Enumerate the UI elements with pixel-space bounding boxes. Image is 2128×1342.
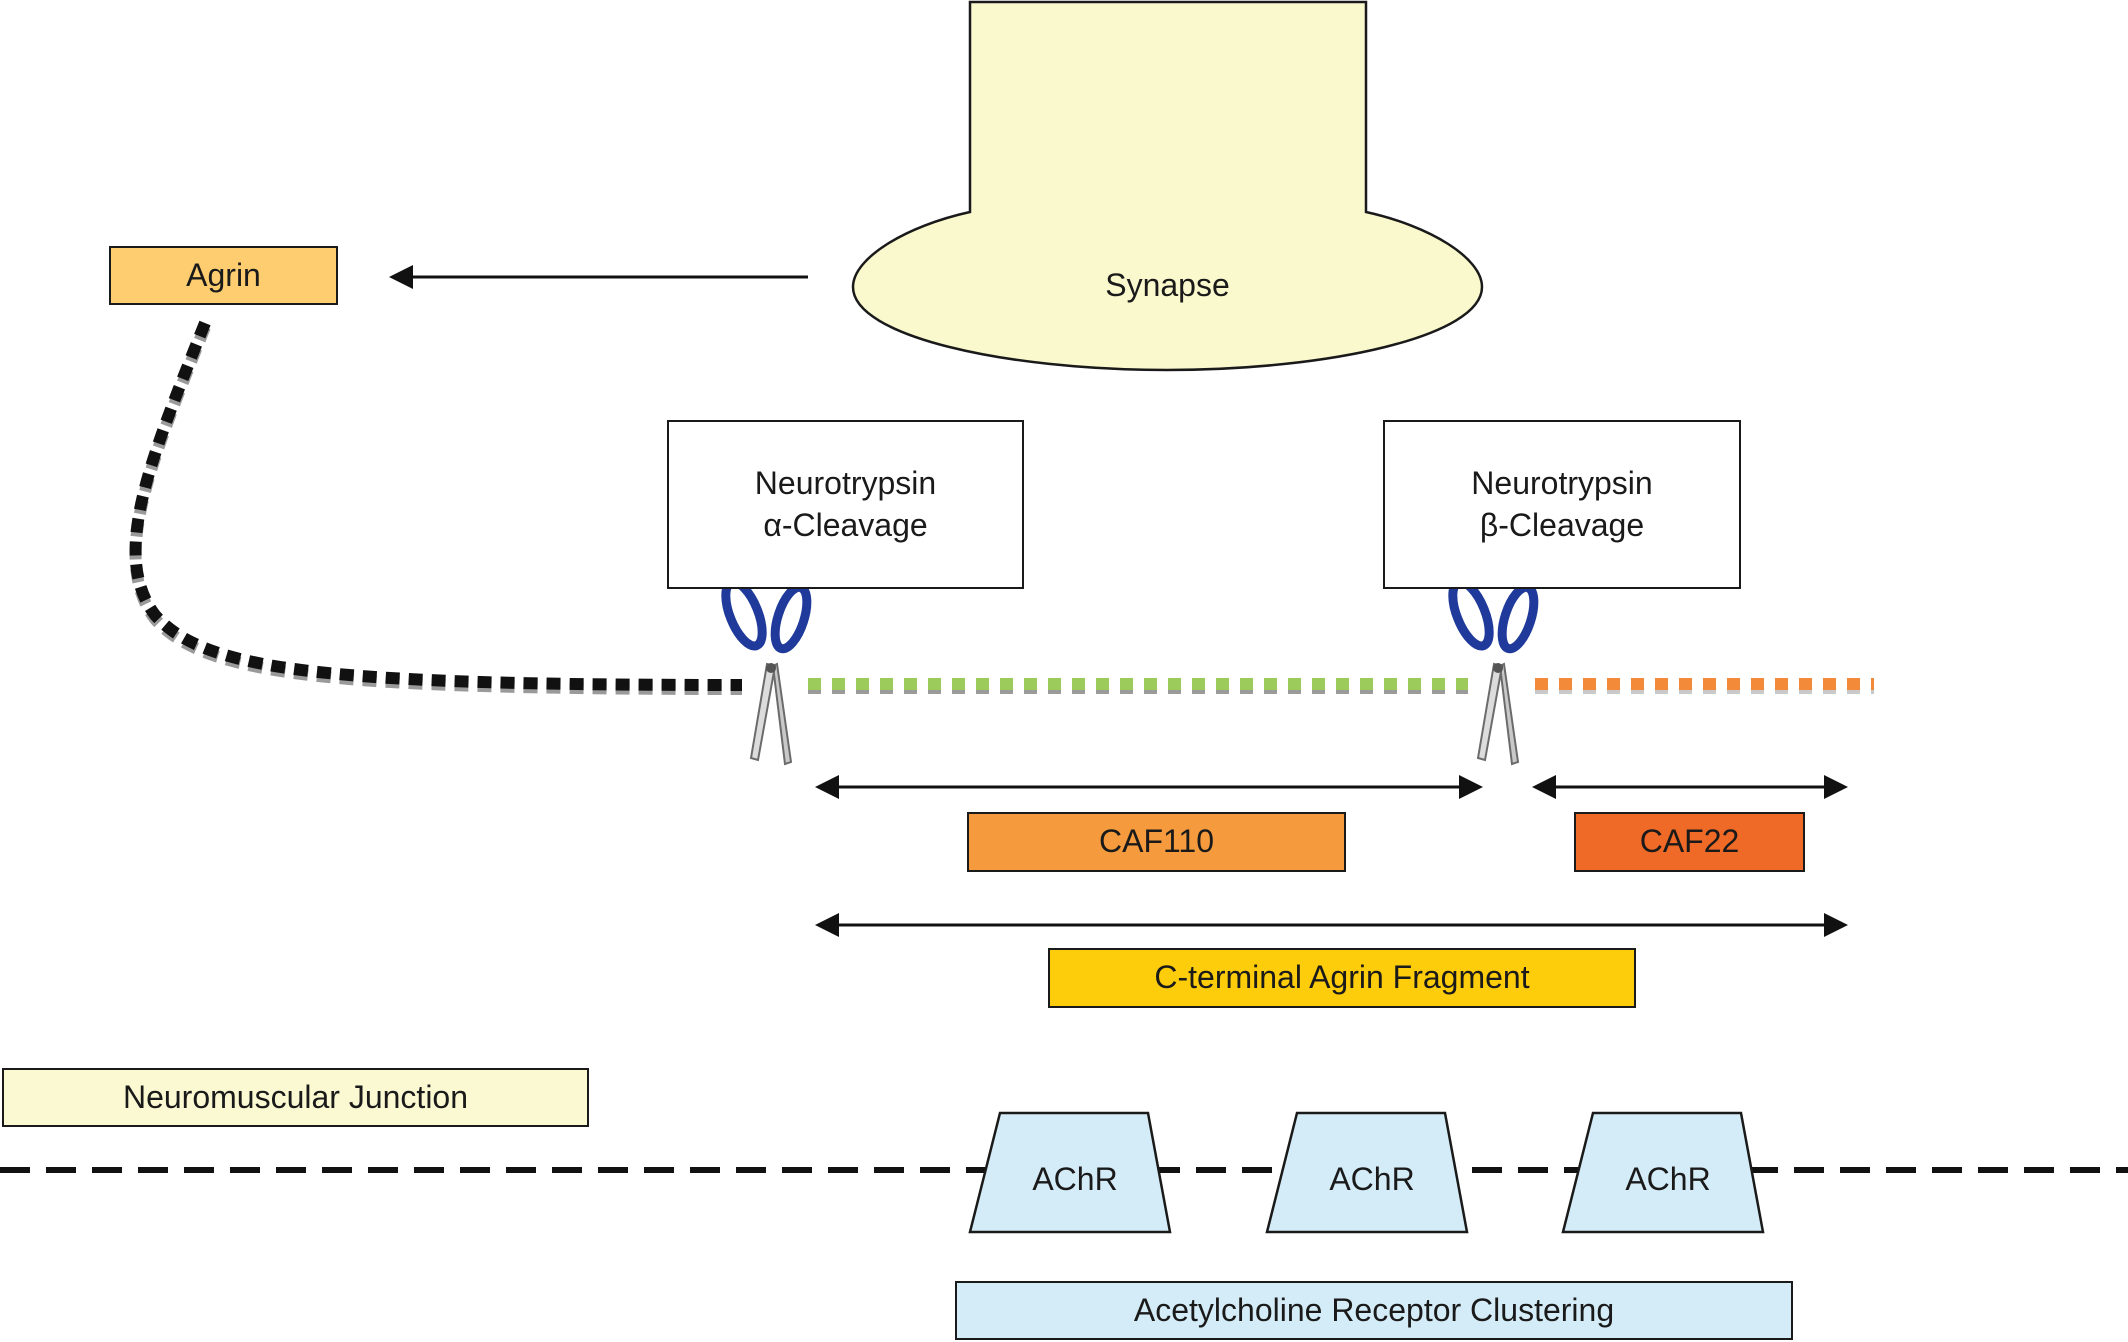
achr-receptor-1 bbox=[968, 1111, 1172, 1234]
caf110-box: CAF110 bbox=[967, 812, 1346, 872]
neuromuscular-junction-box: Neuromuscular Junction bbox=[2, 1068, 589, 1127]
achr-receptor-2 bbox=[1265, 1111, 1469, 1234]
scissors-icon-beta bbox=[1445, 577, 1540, 764]
agrin-uncleaved-segment bbox=[129, 324, 743, 695]
agrin-box: Agrin bbox=[109, 246, 338, 305]
acetylcholine-receptor-clustering-box: Acetylcholine Receptor Clustering bbox=[955, 1281, 1793, 1340]
synapse bbox=[851, 0, 1484, 372]
beta-cleavage-box: Neurotrypsin β-Cleavage bbox=[1383, 420, 1741, 589]
synapse-label: Synapse bbox=[1105, 267, 1230, 304]
synapse-shape bbox=[851, 0, 1484, 372]
scissors-icon-alpha bbox=[718, 577, 813, 764]
beta-cleavage-enzyme: Neurotrypsin bbox=[1471, 464, 1653, 501]
c-terminal-fragment-box: C-terminal Agrin Fragment bbox=[1048, 948, 1636, 1008]
achr-receptor-3 bbox=[1561, 1111, 1765, 1234]
caf22-box: CAF22 bbox=[1574, 812, 1805, 872]
beta-cleavage-type: β-Cleavage bbox=[1479, 506, 1645, 543]
achr-label-1: AChR bbox=[1032, 1161, 1118, 1198]
alpha-cleavage-type: α-Cleavage bbox=[763, 506, 928, 543]
alpha-cleavage-enzyme: Neurotrypsin bbox=[754, 464, 937, 501]
achr-label-3: AChR bbox=[1625, 1161, 1711, 1198]
alpha-cleavage-box: Neurotrypsin α-Cleavage bbox=[667, 420, 1024, 589]
achr-label-2: AChR bbox=[1329, 1161, 1415, 1198]
agrin-uncleaved-segment-dark bbox=[129, 320, 743, 691]
